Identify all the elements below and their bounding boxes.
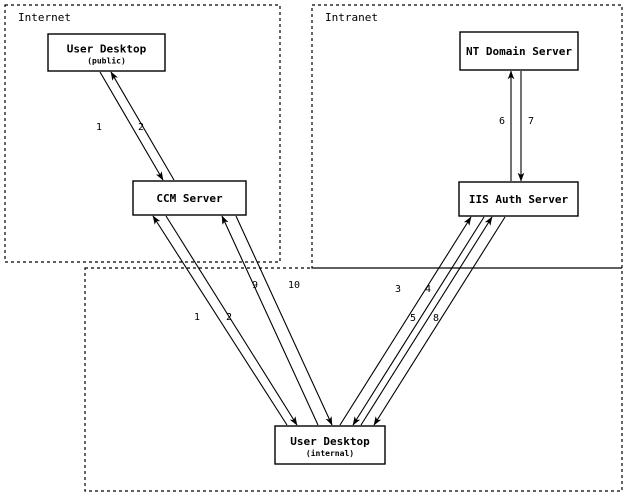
- node-user-desktop-public: User Desktop(public): [47, 33, 166, 72]
- zone-label-intranet: Intranet: [325, 11, 378, 24]
- zone-intranet: Intranet: [311, 4, 623, 269]
- flow-step-label-e7: 7: [528, 116, 534, 127]
- zone-border-internal-lan: [84, 267, 623, 492]
- zone-border-internet: [4, 4, 281, 263]
- node-subtitle-user-desktop-internal: (internal): [306, 448, 354, 458]
- node-title-user-desktop-internal: User Desktop: [290, 435, 370, 448]
- flow-step-label-e9: 9: [252, 280, 258, 291]
- flow-arrow-e2b: [165, 215, 298, 426]
- node-ccm-server: CCM Server: [132, 180, 247, 216]
- flow-arrow-e5: [360, 216, 493, 426]
- flow-arrow-e1b: [152, 215, 288, 426]
- flow-arrow-e8: [373, 216, 506, 426]
- node-title-iis-auth-server: IIS Auth Server: [469, 193, 569, 206]
- zone-label-internet: Internet: [18, 11, 71, 24]
- flow-arrows: [99, 70, 525, 426]
- zone-boundaries: Internet Intranet: [4, 4, 623, 492]
- node-title-nt-domain-server: NT Domain Server: [466, 45, 572, 58]
- flow-arrow-e1: [99, 71, 164, 181]
- node-title-ccm-server: CCM Server: [156, 192, 223, 205]
- node-box-ccm-server: [132, 180, 247, 216]
- flow-arrow-e10: [235, 215, 333, 426]
- flow-arrow-e9: [221, 215, 319, 426]
- flow-step-label-e2b: 2: [226, 312, 232, 323]
- flow-step-label-e6: 6: [499, 116, 505, 127]
- zone-internal-lan: [84, 267, 623, 492]
- flow-step-label-e1: 1: [96, 122, 102, 133]
- flow-step-label-e5: 5: [410, 313, 416, 324]
- node-box-iis-auth-server: [458, 181, 579, 217]
- flow-step-labels: 1 2 6 7 1 2 9 10 3 4 5 8: [96, 116, 534, 324]
- zone-border-intranet: [311, 4, 623, 269]
- node-user-desktop-internal: User Desktop(internal): [274, 425, 386, 465]
- node-subtitle-user-desktop-public: (public): [87, 56, 126, 66]
- flow-arrow-e2: [110, 71, 175, 181]
- node-nt-domain-server: NT Domain Server: [459, 31, 579, 71]
- flow-step-label-e10: 10: [288, 280, 300, 291]
- flow-step-label-e3: 3: [395, 284, 401, 295]
- flow-arrow-e3: [339, 216, 472, 426]
- node-title-user-desktop-public: User Desktop: [67, 43, 147, 56]
- node-iis-auth-server: IIS Auth Server: [458, 181, 579, 217]
- flow-step-label-e4: 4: [425, 284, 431, 295]
- flow-step-label-e2: 2: [138, 122, 144, 133]
- flow-step-label-e8: 8: [433, 313, 439, 324]
- node-box-user-desktop-public: [47, 33, 166, 72]
- flow-arrow-e4: [352, 216, 485, 426]
- node-box-nt-domain-server: [459, 31, 579, 71]
- flow-step-label-e1b: 1: [194, 312, 200, 323]
- zone-internet: Internet: [4, 4, 281, 263]
- node-box-user-desktop-internal: [274, 425, 386, 465]
